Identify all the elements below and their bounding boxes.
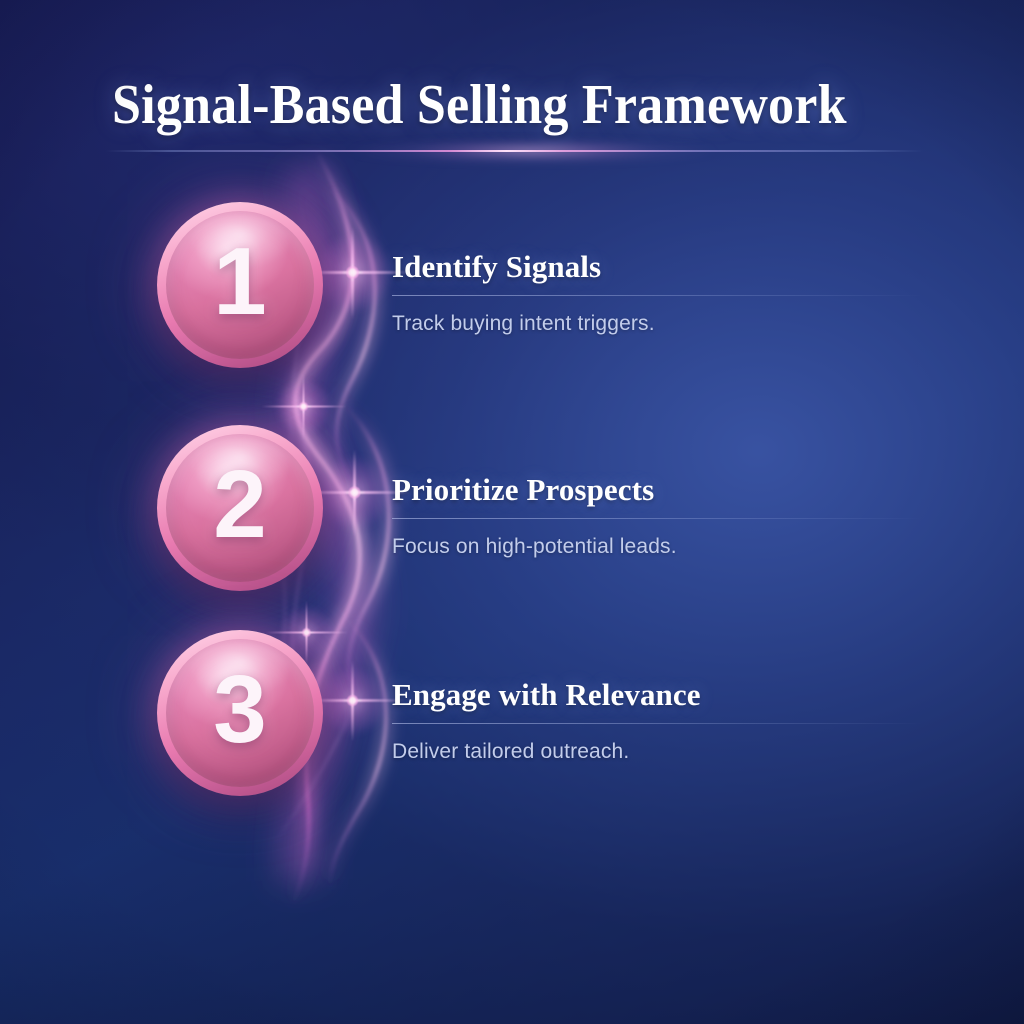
step-heading: Prioritize Prospects	[392, 472, 655, 507]
step-heading: Identify Signals	[392, 249, 602, 284]
step-number-badge: 1	[157, 202, 323, 368]
step-divider	[392, 518, 922, 519]
step-description: Deliver tailored outreach.	[392, 740, 630, 763]
page-title: Signal-Based Selling Framework	[112, 74, 847, 136]
sparkle-flare-3	[298, 448, 411, 537]
step-divider	[392, 295, 922, 296]
title-block: Signal-Based Selling Framework	[106, 72, 924, 162]
title-divider	[106, 150, 924, 152]
step-number-badge: 3	[157, 630, 323, 796]
step-text-block: Prioritize Prospects Focus on high-poten…	[392, 472, 952, 560]
step-text-block: Identify Signals Track buying intent tri…	[392, 249, 952, 337]
sparkle-flare-2	[261, 373, 346, 440]
step-number: 1	[213, 228, 267, 335]
step-description: Focus on high-potential leads.	[392, 535, 677, 558]
step-divider	[392, 723, 922, 724]
sparkle-flare-1	[293, 226, 412, 319]
step-text-block: Engage with Relevance Deliver tailored o…	[392, 677, 952, 765]
step-number-badge: 2	[157, 425, 323, 591]
step-number: 2	[213, 451, 267, 558]
step-description: Track buying intent triggers.	[392, 312, 655, 335]
sparkle-flare-5	[300, 660, 405, 741]
step-heading: Engage with Relevance	[392, 677, 701, 712]
step-number: 3	[213, 656, 267, 763]
